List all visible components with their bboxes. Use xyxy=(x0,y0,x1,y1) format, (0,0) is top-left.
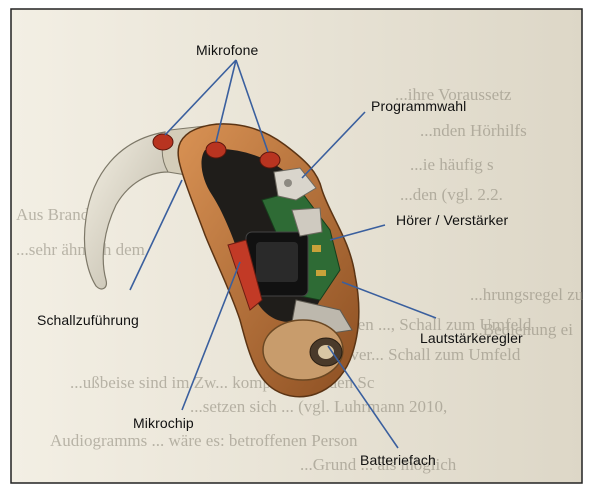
label-mikrochip: Mikrochip xyxy=(133,415,194,431)
receiver-inner xyxy=(256,242,298,282)
label-hoerer-verstaerker: Hörer / Verstärker xyxy=(396,212,508,228)
microphone-3 xyxy=(260,152,280,168)
background-text-line: Audiogramms ... wäre es: betroffenen Per… xyxy=(50,431,358,450)
microphone-2 xyxy=(206,142,226,158)
label-mikrofone: Mikrofone xyxy=(196,42,258,58)
microphone-1 xyxy=(153,134,173,150)
background-text-line: ...ie häufig s xyxy=(410,155,494,174)
background-text-line: ...setzen sich ... (vgl. Luhrmann 2010, xyxy=(190,397,447,416)
background-text-line: ...hrungsregel zu xyxy=(470,285,584,304)
background-text-line: Aus Brand- xyxy=(16,205,95,224)
background-text-line: ...sehr ähnlich dem xyxy=(16,240,145,259)
label-programmwahl: Programmwahl xyxy=(371,98,466,114)
label-lautstaerkeregler: Lautstärkeregler xyxy=(420,330,523,346)
program-button-screw xyxy=(284,179,292,187)
background-text-line: ...nden Hörhilfs xyxy=(420,121,527,140)
background-text-line: ...den (vgl. 2.2. xyxy=(400,185,503,204)
label-batteriefach: Batteriefach xyxy=(360,452,436,468)
label-schallzufuehrung: Schallzuführung xyxy=(37,312,139,328)
